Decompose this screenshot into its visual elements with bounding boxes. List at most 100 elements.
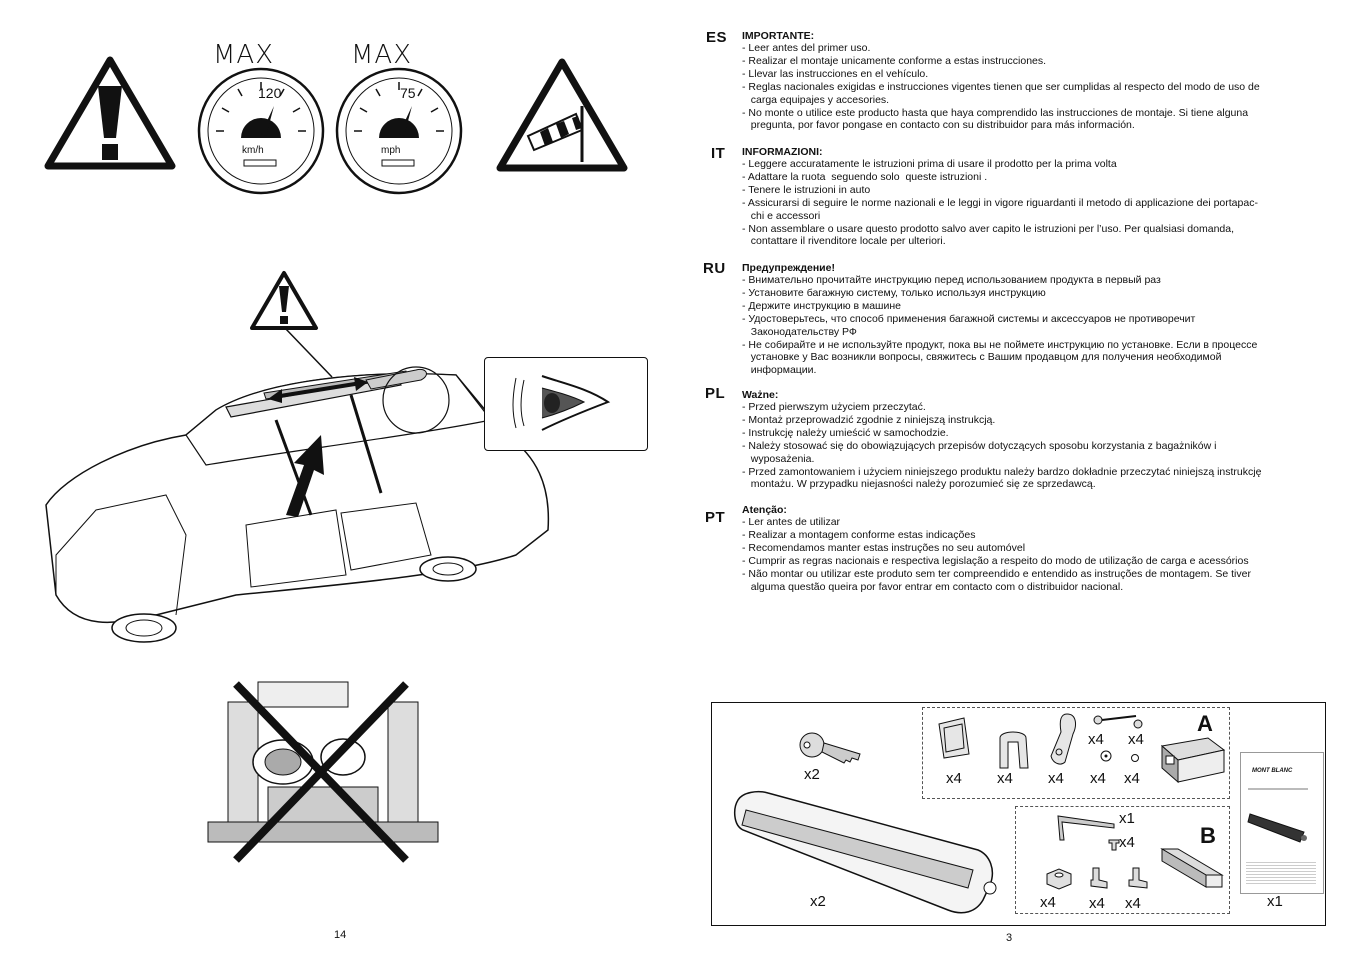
kit-a-qty-6: x4 [1088,731,1104,748]
kit-a-qty-5: x4 [1124,770,1140,787]
section-title-pt: Atenção: [742,504,787,516]
kit-a-qty-3: x4 [1048,770,1064,787]
parts-box [711,702,1326,926]
roof-warning-icon [250,271,318,330]
kit-b-qty-3: x4 [1040,894,1056,911]
line: - Не собирайте и не используйте продукт,… [742,338,1258,351]
roof-bar-a-icon [1160,737,1226,784]
lang-code-pt: PT [705,509,726,526]
washer-icon [1100,750,1112,762]
key-qty: x2 [804,766,820,783]
line: alguma questão queira por favor entrar e… [742,580,1124,593]
kit-a-qty-1: x4 [946,770,962,787]
section-title-es: IMPORTANTE: [742,30,815,42]
square-nut-icon [1046,868,1072,890]
kit-b-qty-5: x4 [1125,895,1141,912]
lang-code-es: ES [706,29,728,46]
line: - Tenere le istruzioni in auto [742,183,871,196]
line: - Assicurarsi di seguire le norme nazion… [742,196,1258,209]
line: - Przed zamontowaniem i użyciem niniejsz… [742,465,1262,478]
line: - Należy stosować się do obowiązujących … [742,439,1217,452]
manual-text-block [1246,860,1316,884]
t-screw-icon [1128,867,1148,889]
max-label-kmh: MAX [213,40,275,70]
section-lines-pt: - Ler antes de utilizar - Realizar a mon… [742,516,1312,593]
line: - Adattare la ruota seguendo solo queste… [742,170,988,183]
screw-icon [1133,719,1143,729]
kit-b-qty-4: x4 [1089,895,1105,912]
speed-unit-kmh: km/h [242,145,264,156]
t-bolt-icon [1090,867,1108,889]
key-icon [799,732,861,764]
kit-b-qty-1: x1 [1119,810,1135,827]
manual-subtitle-line [1248,788,1308,790]
section-lines-it: - Leggere accuratamente le istruzioni pr… [742,158,1312,248]
ski-carrier-icon [733,790,997,914]
line: - Llevar las instrucciones en el vehícul… [742,67,929,80]
line: chi e accessori [742,209,821,222]
line: pregunta, por favor pongase en contacto … [742,119,1135,132]
line: - Reglas nacionales exigidas e instrucci… [742,80,1260,93]
section-lines-pl: - Przed pierwszym użyciem przeczytać. - … [742,401,1312,491]
line: установке у Вас возникли вопросы, свяжит… [742,351,1222,364]
kit-b-box [1015,806,1230,914]
clamp-icon [999,731,1029,769]
speed-value-kmh: 120 [258,85,282,101]
kit-a-letter: A [1197,711,1213,736]
crosswind-warning-icon [496,58,628,172]
section-lines-es: - Leer antes del primer uso. - Realizar … [742,42,1312,132]
speedometer-mph-icon [335,67,463,195]
line: информации. [742,364,817,377]
line: - Установите багажную систему, только ис… [742,286,1046,299]
roof-bar-b-icon [1160,848,1224,888]
kit-a-qty-4: x4 [1090,770,1106,787]
line: - Realizar a montagem conforme estas ind… [742,528,976,541]
line: - Realizar el montaje unicamente conform… [742,54,1047,67]
section-title-ru: Предупреждение! [742,262,835,274]
kit-b-qty-2: x4 [1119,834,1135,851]
left-page-number: 14 [334,929,347,941]
line: - Внимательно прочитайте инструкцию пере… [742,274,1161,286]
manual-product-image [1247,813,1307,843]
small-screw-icon [1108,839,1120,851]
bracket-icon [938,717,970,759]
lever-icon [1050,713,1076,765]
warning-triangle-icon [44,56,176,170]
line: - Leggere accuratamente le istruzioni pr… [742,158,1117,170]
line: carga equipajes y accesories. [742,93,890,106]
car-roof-illustration [45,326,550,643]
kit-a-box [922,707,1230,799]
line: montażu. W przypadku niejasności należy … [742,478,1096,491]
line: - Ler antes de utilizar [742,516,841,528]
eye-icon [512,375,611,431]
line: - Non assemblare o usare questo prodotto… [742,222,1235,235]
lang-code-pl: PL [705,385,726,402]
max-label-mph: MAX [351,40,413,70]
line: - Instrukcję należy umieścić w samochodz… [742,426,949,439]
line: - Não montar ou utilizar este produto se… [742,567,1251,580]
right-page-number: 3 [1006,932,1013,944]
line: - Leer antes del primer uso. [742,42,871,54]
line: Законодательству РФ [742,325,857,338]
line: - Cumprir as regras nacionais e respecti… [742,554,1249,567]
line: wyposażenia. [742,452,815,465]
section-lines-ru: - Внимательно прочитайте инструкцию пере… [742,274,1312,377]
allen-key-icon [1057,815,1115,841]
line: - Держите инструкцию в машине [742,299,901,312]
line: contattare il rivenditore locale per ult… [742,235,946,248]
no-car-wash-illustration [207,681,439,863]
line: - Удостоверьтесь, что способ применения … [742,312,1196,325]
speedometer-kmh-icon [197,67,325,195]
lang-code-ru: RU [703,260,726,277]
lang-code-it: IT [711,145,726,162]
nut-icon [1131,754,1139,762]
bolt-icon [1093,715,1137,725]
speed-unit-mph: mph [381,145,401,156]
section-title-pl: Ważne: [742,389,779,401]
line: - Recomendamos manter estas instruções n… [742,541,1026,554]
line: - No monte o utilice este producto hasta… [742,106,1249,119]
manual-qty: x1 [1267,893,1283,910]
line: - Montaż przeprowadzić zgodnie z niniejs… [742,413,996,426]
manual-brand: MONT BLANC [1252,768,1293,774]
kit-a-qty-7: x4 [1128,731,1144,748]
